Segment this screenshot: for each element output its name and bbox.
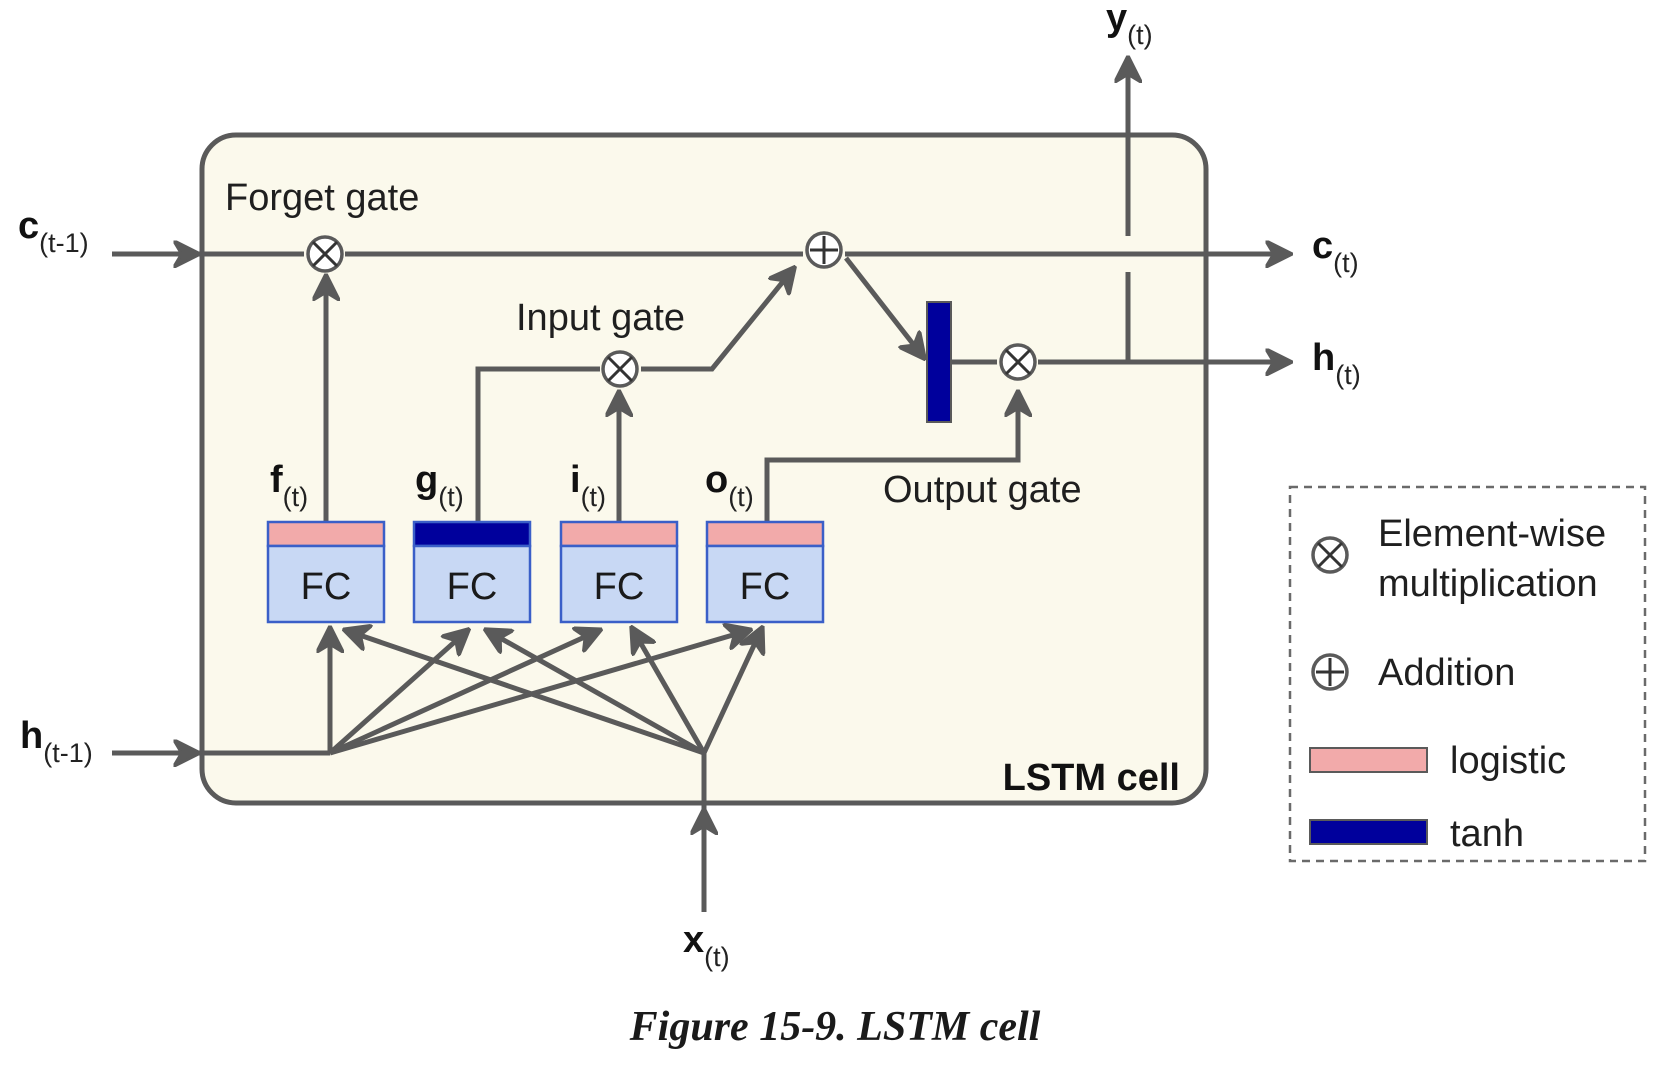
tanh-activation-bar	[926, 301, 952, 423]
x-to-o	[701, 628, 762, 755]
legend-multiply-line1: Element-wise	[1378, 513, 1606, 555]
i-gate-var-label: i(t)	[570, 459, 606, 512]
y-out-label: y(t)	[1106, 0, 1153, 50]
hprev-to-i	[328, 630, 600, 756]
h-prev-label: h(t-1)	[20, 715, 93, 768]
legend-addition-label: Addition	[1378, 652, 1515, 694]
forget-multiply-icon	[306, 235, 344, 273]
x-to-f	[345, 630, 705, 756]
hprev-to-o	[329, 630, 750, 756]
fc-label-i: FC	[594, 566, 645, 608]
f-gate-var-label: f(t)	[270, 459, 308, 512]
legend-multiply-icon	[1311, 536, 1349, 574]
lstm-cell-label: LSTM cell	[1003, 757, 1180, 799]
legend: Element-wise multiplication Addition log…	[1288, 485, 1647, 863]
o-gate-var-label: o(t)	[705, 459, 754, 512]
input-multiply-icon	[601, 350, 639, 388]
fc-label-f: FC	[301, 566, 352, 608]
legend-logistic-swatch	[1309, 747, 1428, 773]
legend-logistic-label: logistic	[1450, 740, 1566, 782]
fc-block-g: FC	[412, 520, 532, 624]
legend-multiply-line2: multiplication	[1378, 563, 1598, 605]
add-to-tanh-wire	[844, 256, 924, 358]
figure-caption: Figure 15-9. LSTM cell	[629, 1004, 1041, 1050]
fc-block-o: FC	[705, 520, 825, 624]
fc-label-o: FC	[740, 566, 791, 608]
g-gate-var-label: g(t)	[415, 459, 464, 512]
x-to-i	[632, 628, 707, 755]
output-gate-label: Output gate	[883, 469, 1082, 511]
input-gate-label: Input gate	[516, 297, 685, 339]
output-multiply-icon	[999, 343, 1037, 381]
hprev-to-g	[328, 630, 468, 755]
cell-addition-icon	[805, 231, 843, 269]
legend-addition-icon	[1311, 653, 1349, 691]
input-to-add-wire	[641, 268, 794, 372]
fc-block-i: FC	[559, 520, 679, 624]
c-prev-label: c(t-1)	[18, 205, 89, 258]
x-to-g	[486, 630, 706, 756]
forget-gate-label: Forget gate	[225, 177, 419, 219]
fc-block-f: FC	[266, 520, 386, 624]
h-out-label: h(t)	[1312, 337, 1361, 390]
fc-label-g: FC	[447, 566, 498, 608]
legend-tanh-swatch	[1309, 819, 1428, 845]
g-candidate-wire	[475, 366, 600, 522]
output-gate-wire	[764, 392, 1018, 522]
x-input-label: x(t)	[683, 919, 730, 972]
c-out-label: c(t)	[1312, 225, 1359, 278]
legend-tanh-label: tanh	[1450, 813, 1524, 855]
